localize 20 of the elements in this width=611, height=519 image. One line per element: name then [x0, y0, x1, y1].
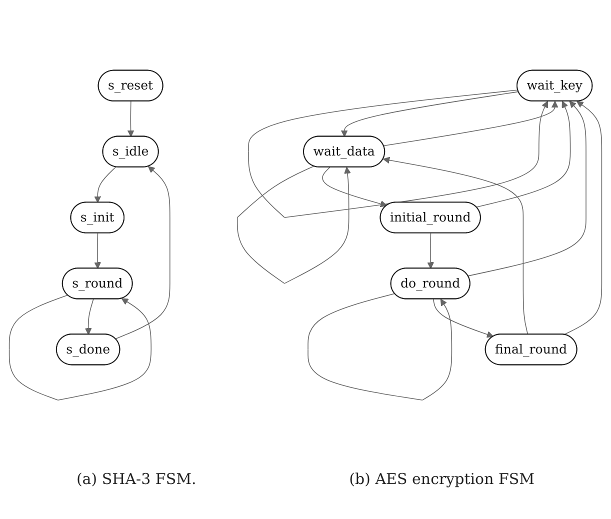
arrow: [322, 166, 388, 207]
arrow: [236, 166, 351, 284]
arrow: [432, 298, 494, 338]
arrow: [468, 100, 586, 276]
arrow: [383, 100, 558, 146]
arrow: [476, 100, 571, 208]
arrow: [94, 232, 102, 269]
arrow: [340, 91, 519, 137]
arrow: [127, 100, 134, 137]
arrow: [427, 232, 434, 269]
arrow: [308, 292, 452, 400]
arrow: [84, 298, 94, 335]
arrow: [8, 294, 152, 400]
arrow: [94, 166, 116, 203]
arrow: [382, 156, 528, 335]
figure-caption: (a) SHA-3 FSM.: [76, 470, 196, 488]
arrow: [248, 89, 548, 218]
arrow: [115, 166, 170, 340]
arrow: [564, 100, 602, 335]
figure-caption: (b) AES encryption FSM: [349, 470, 535, 488]
